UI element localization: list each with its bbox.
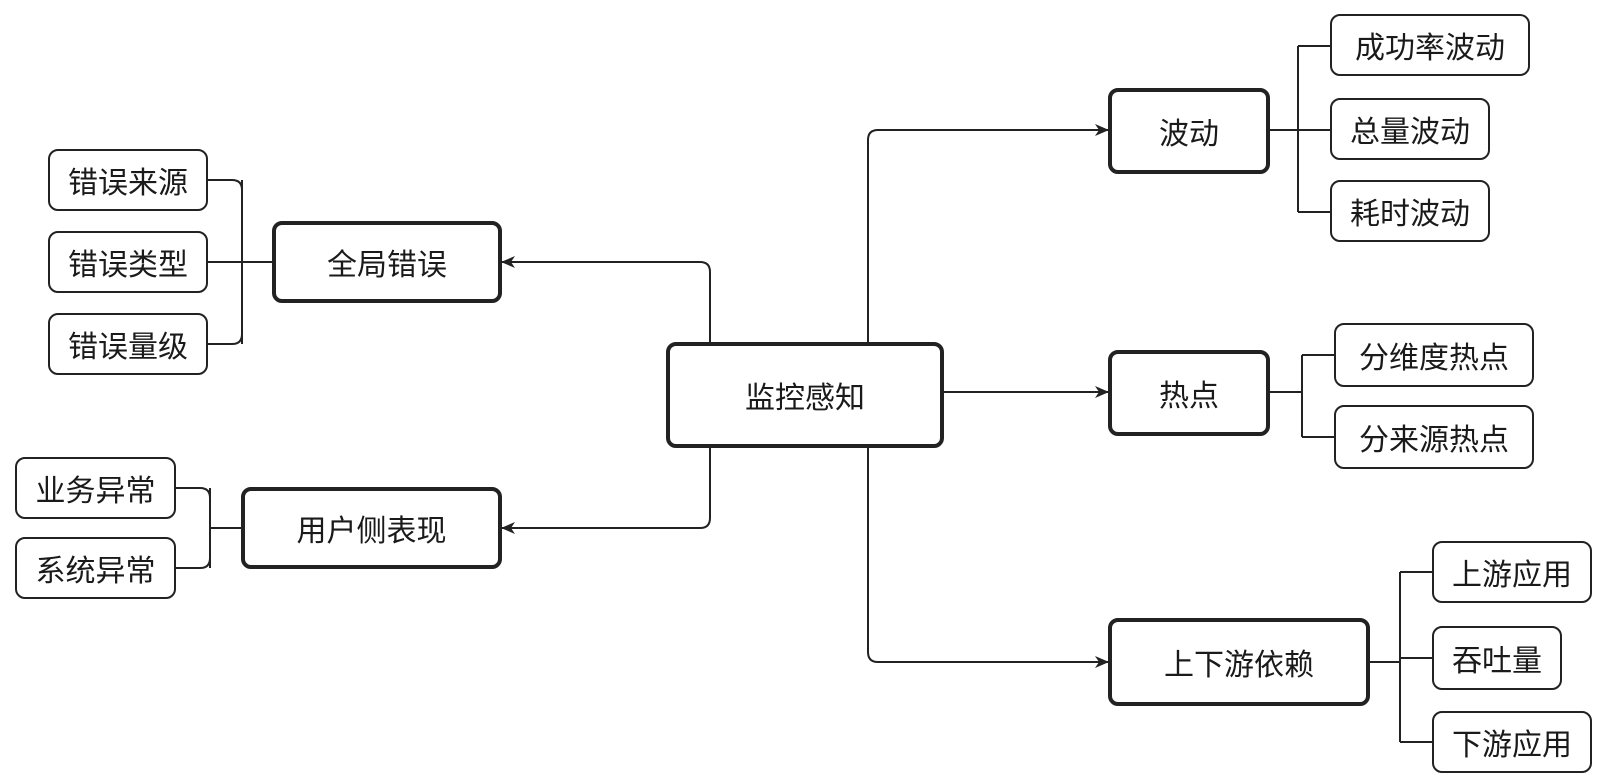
node-source-hotspot: 分来源热点 bbox=[1334, 405, 1534, 469]
node-biz-exception: 业务异常 bbox=[15, 457, 176, 519]
node-user-side: 用户侧表现 bbox=[241, 487, 502, 569]
node-hotspot: 热点 bbox=[1108, 350, 1270, 436]
node-throughput: 吞吐量 bbox=[1432, 626, 1562, 690]
node-fluctuation: 波动 bbox=[1108, 88, 1270, 174]
node-error-source: 错误来源 bbox=[48, 149, 208, 211]
node-upstream: 上游应用 bbox=[1432, 541, 1592, 603]
node-dependency: 上下游依赖 bbox=[1108, 618, 1370, 706]
node-global-error: 全局错误 bbox=[272, 221, 502, 303]
node-center: 监控感知 bbox=[666, 342, 944, 448]
node-error-type: 错误类型 bbox=[48, 231, 208, 293]
edge-center-dependency bbox=[867, 448, 1109, 668]
node-total-volume: 总量波动 bbox=[1330, 98, 1490, 160]
node-sys-exception: 系统异常 bbox=[15, 537, 176, 599]
bracket-hotspot bbox=[1270, 354, 1334, 438]
node-downstream: 下游应用 bbox=[1432, 711, 1592, 773]
bracket-user-side bbox=[176, 487, 241, 569]
node-latency: 耗时波动 bbox=[1330, 180, 1490, 242]
edge-center-user-side bbox=[501, 448, 711, 534]
bracket-fluctuation bbox=[1270, 45, 1330, 213]
bracket-dependency bbox=[1370, 571, 1432, 743]
node-success-rate: 成功率波动 bbox=[1330, 14, 1530, 76]
edge-center-global-error bbox=[501, 256, 711, 342]
node-dimension-hotspot: 分维度热点 bbox=[1334, 323, 1534, 387]
node-error-level: 错误量级 bbox=[48, 313, 208, 375]
edge-center-fluctuation bbox=[867, 124, 1109, 342]
bracket-global-error bbox=[208, 179, 272, 345]
